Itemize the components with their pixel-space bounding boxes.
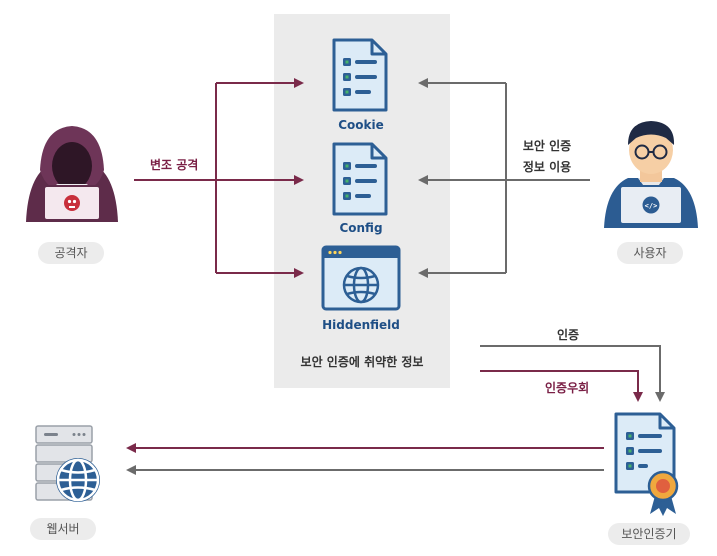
panel-caption: 보안 인증에 취약한 정보 xyxy=(300,355,424,369)
certifier-label: 보안인증기 xyxy=(608,523,690,545)
attack-arrows xyxy=(134,78,304,278)
user-arrows xyxy=(418,78,590,278)
auth-bypass-label: 인증우회 xyxy=(545,381,590,395)
user-action-line2: 정보 이용 xyxy=(522,160,572,174)
user-action-line1: 보안 인증 xyxy=(522,139,572,153)
certificate-icon xyxy=(614,412,679,516)
config-doc-icon xyxy=(332,142,388,216)
attacker-label: 공격자 xyxy=(38,242,104,264)
auth-arrow xyxy=(480,345,665,402)
hiddenfield-globe-icon xyxy=(321,245,401,311)
user-icon: </> xyxy=(604,121,698,228)
webserver-icon xyxy=(35,425,100,502)
panel-item-hiddenfield-label: Hiddenfield xyxy=(322,318,400,332)
svg-text:</>: </> xyxy=(645,202,658,210)
bypass-arrow xyxy=(480,370,643,402)
panel-item-config-label: Config xyxy=(339,221,383,235)
attack-action-label: 변조 공격 xyxy=(150,158,199,172)
cookie-doc-icon xyxy=(332,38,388,112)
user-label: 사용자 xyxy=(617,242,683,264)
panel-item-cookie-label: Cookie xyxy=(338,118,384,132)
auth-normal-label: 인증 xyxy=(557,328,580,342)
attacker-icon xyxy=(26,126,118,222)
webserver-label: 웹서버 xyxy=(30,518,96,540)
